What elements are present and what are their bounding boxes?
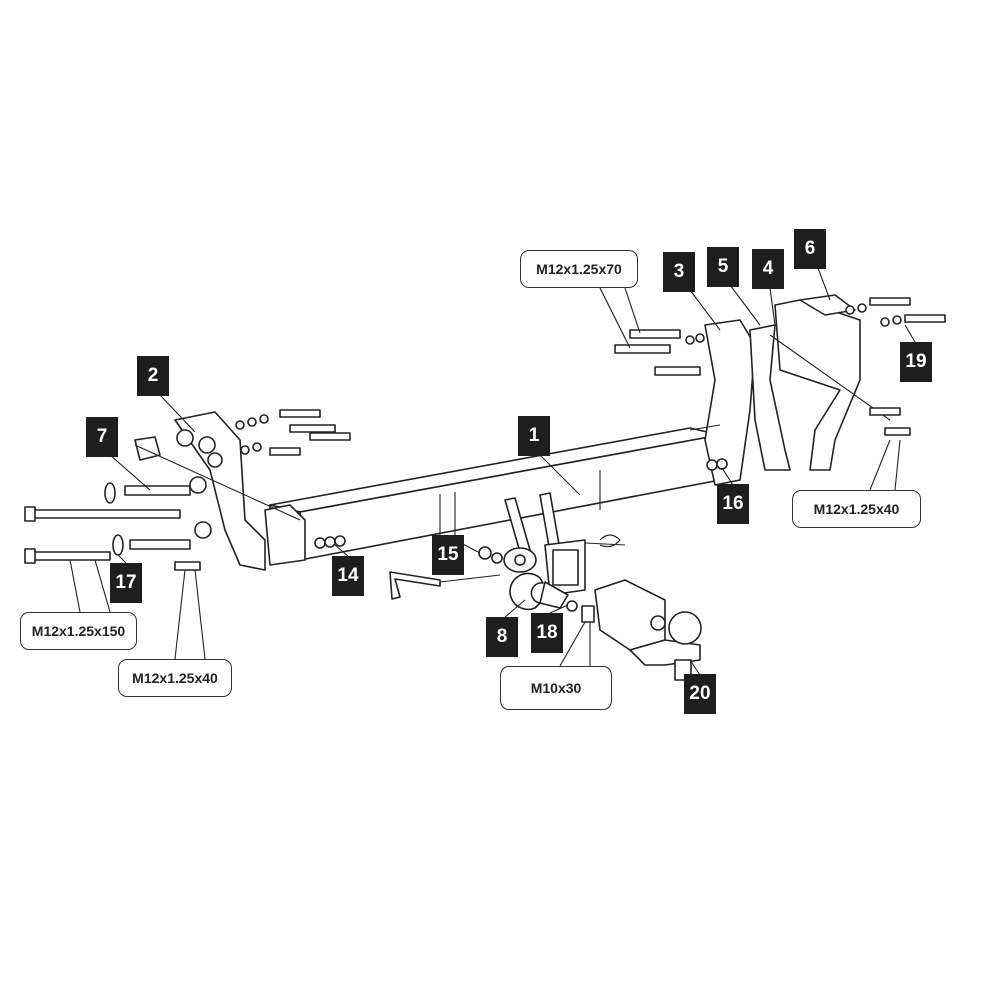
part-label-3: 3	[663, 252, 695, 292]
hitch-receiver	[504, 492, 586, 596]
part-label-2: 2	[137, 356, 169, 396]
part-label-5: 5	[707, 247, 739, 287]
spec-callout-left-long: M12x1.25x150	[20, 612, 137, 650]
part-label-14: 14	[332, 556, 364, 596]
spec-callout-center: M10x30	[500, 666, 612, 710]
part-label-1: 1	[518, 416, 550, 456]
leader-lines	[69, 267, 916, 676]
part-label-16: 16	[717, 484, 749, 524]
part-label-20: 20	[684, 674, 716, 714]
part-label-8: 8	[486, 617, 518, 657]
spec-callout-top-right: M12x1.25x70	[520, 250, 638, 288]
part-label-4: 4	[752, 249, 784, 289]
part-label-7: 7	[86, 417, 118, 457]
hitch-pin	[389, 534, 626, 600]
part-label-18: 18	[531, 613, 563, 653]
part-label-17: 17	[110, 563, 142, 603]
socket-plate	[503, 547, 569, 611]
part-label-15: 15	[432, 535, 464, 575]
part-label-19: 19	[900, 342, 932, 382]
spec-callout-right: M12x1.25x40	[792, 490, 921, 528]
right-brackets	[689, 294, 891, 486]
spec-callout-left-short: M12x1.25x40	[118, 659, 232, 697]
bolts	[24, 297, 946, 623]
left-bracket	[134, 411, 306, 571]
part-label-6: 6	[794, 229, 826, 269]
ball-mount	[594, 579, 702, 681]
